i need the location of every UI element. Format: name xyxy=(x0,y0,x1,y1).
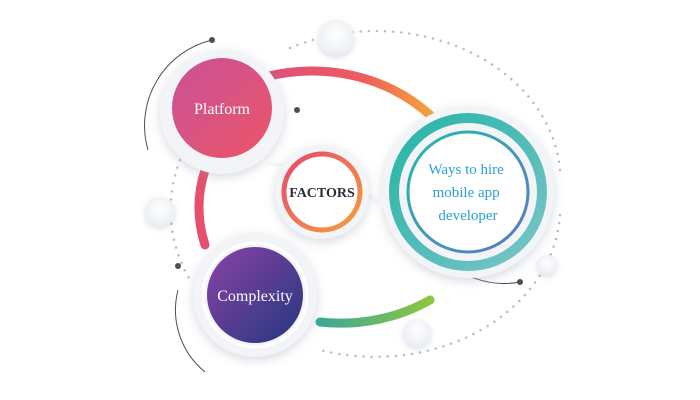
decorative-dots xyxy=(169,29,562,359)
ways-label: Ways to hire mobile app developer xyxy=(428,162,507,224)
factors-label: FACTORS xyxy=(289,186,355,201)
platform-label: Platform xyxy=(194,101,251,118)
ways-label-line: developer xyxy=(438,208,497,224)
ways-label-line: mobile app xyxy=(433,185,500,201)
ways-node: Ways to hire mobile app developer xyxy=(360,106,554,278)
factors-node: FACTORS xyxy=(275,145,369,239)
decorative-bubbles xyxy=(145,20,557,347)
orbit-dots xyxy=(175,37,523,285)
complexity-label: Complexity xyxy=(217,288,293,305)
ways-label-line: Ways to hire xyxy=(428,162,504,178)
connecting-ring xyxy=(194,66,435,328)
platform-node: Platform xyxy=(160,50,300,174)
complexity-node: Complexity xyxy=(193,233,317,357)
